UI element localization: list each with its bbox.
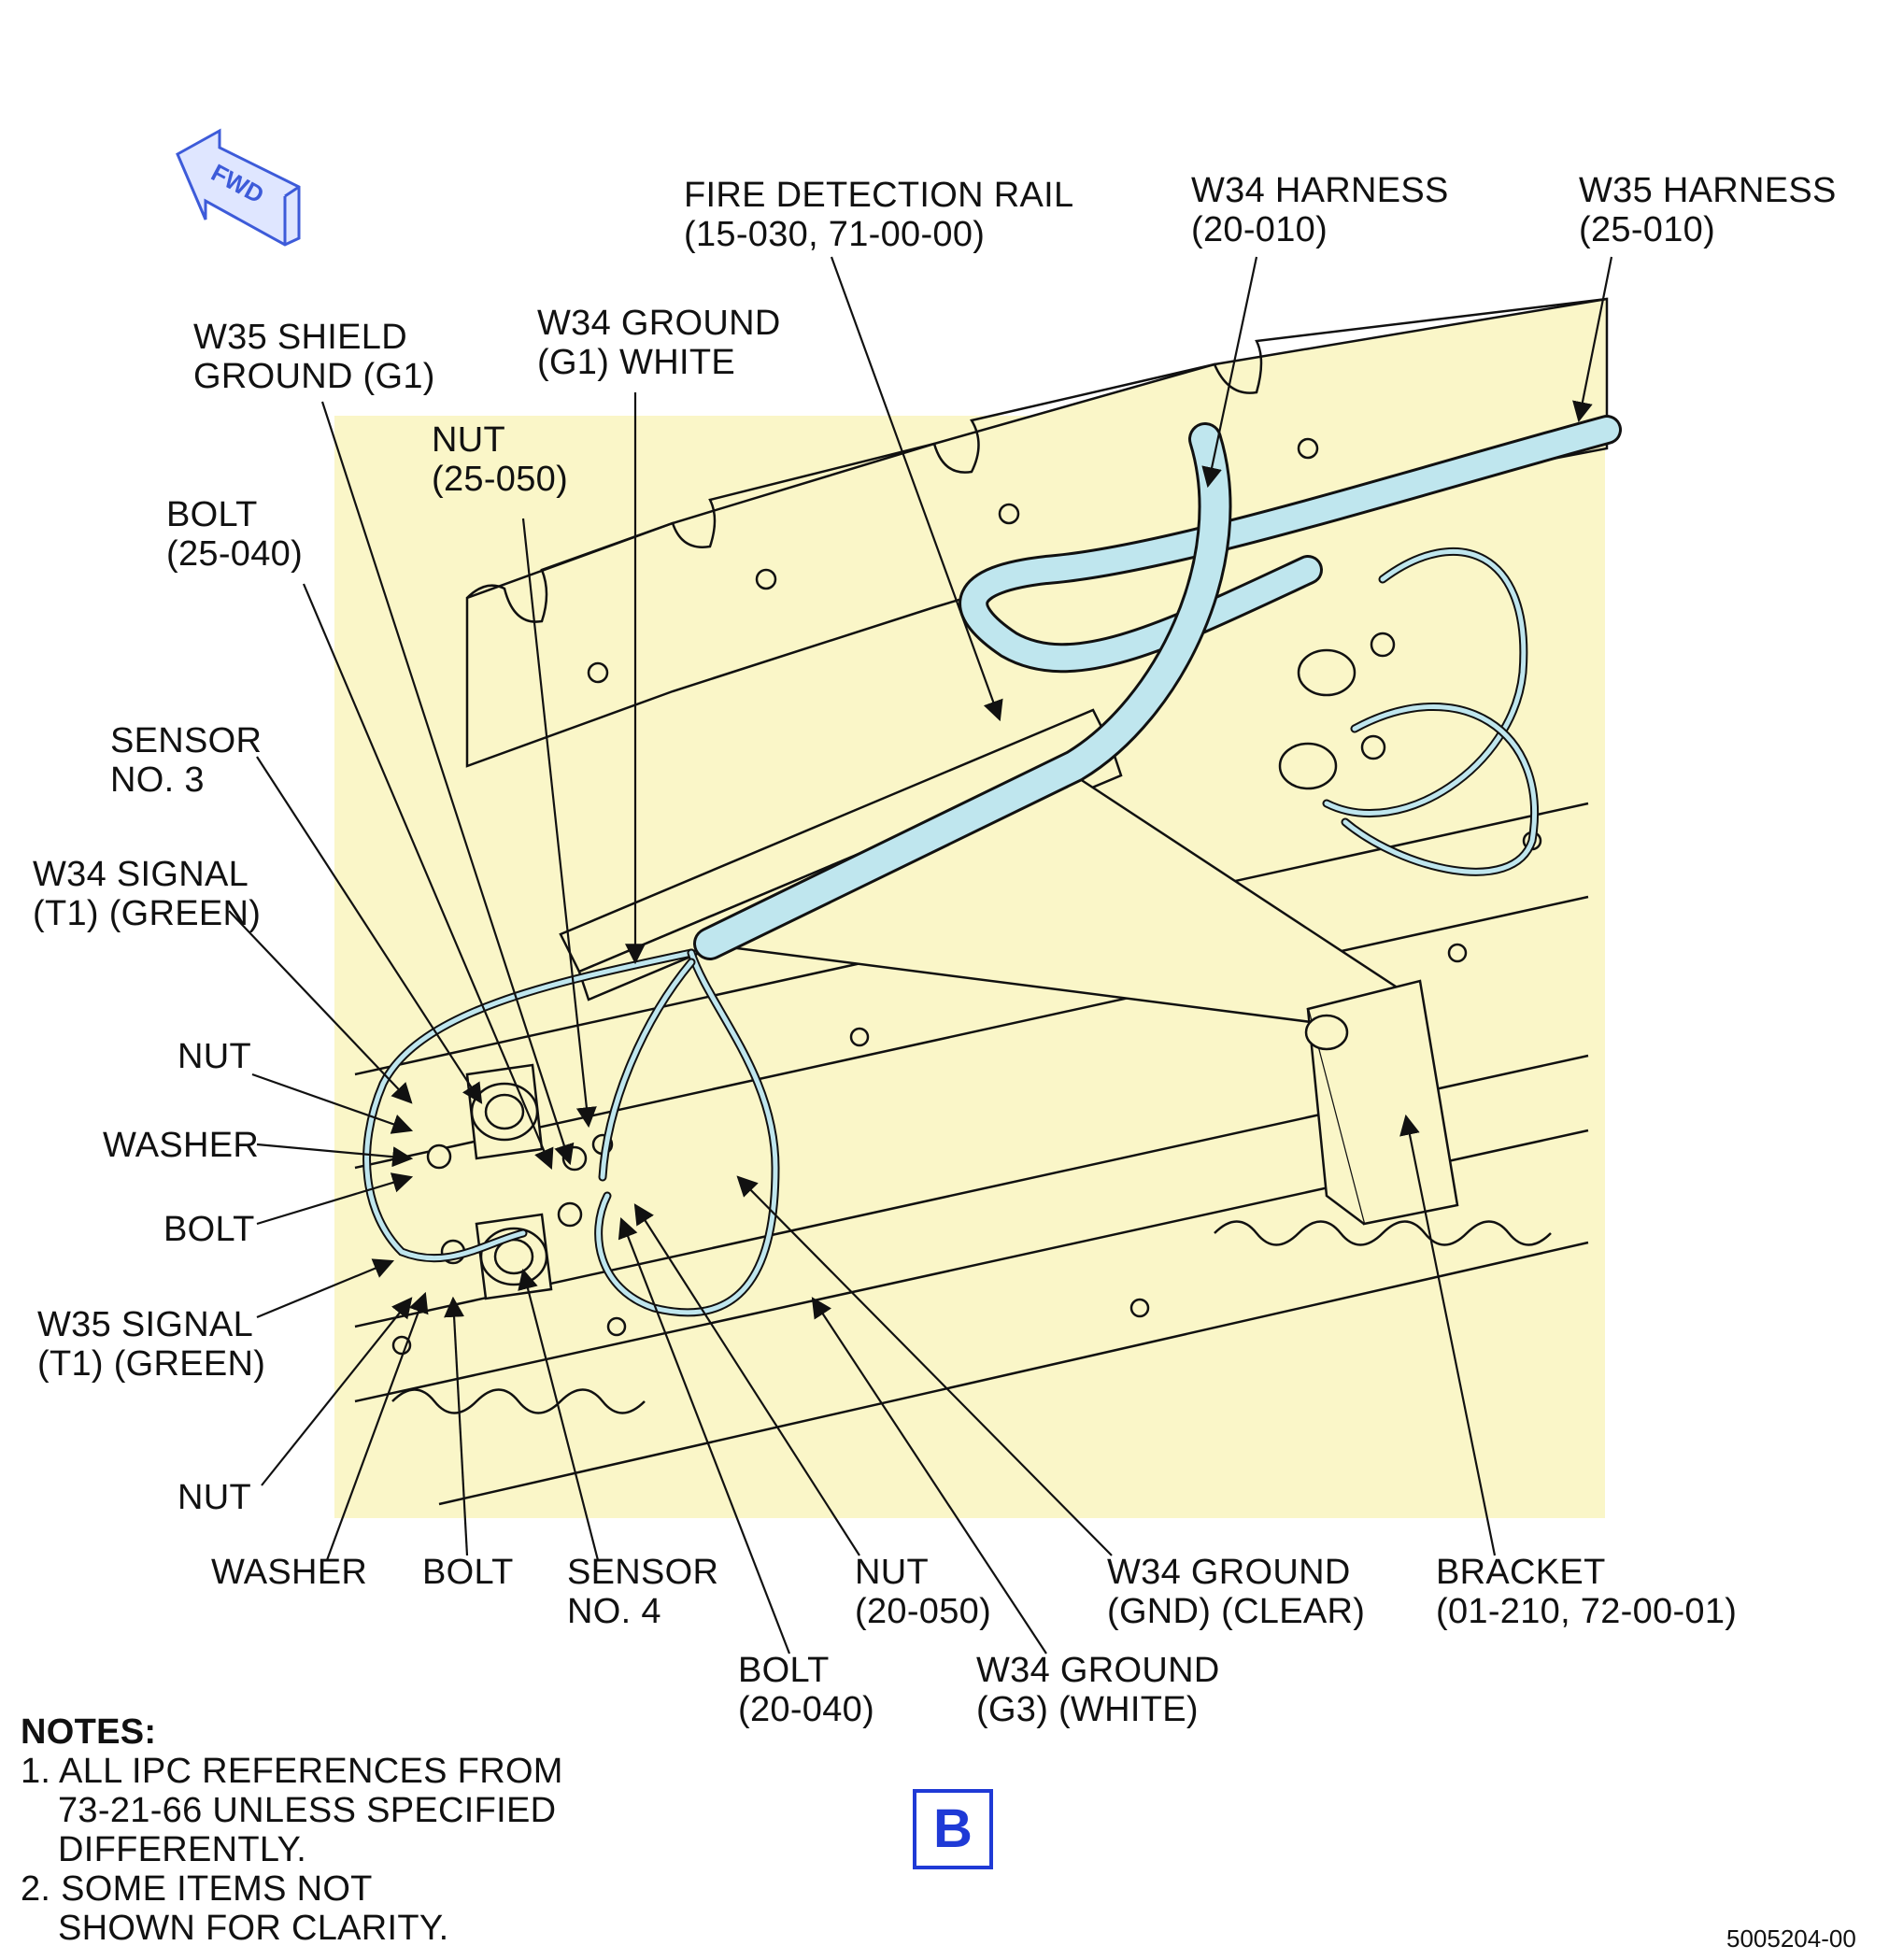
document-number: 5005204-00 [1726,1924,1856,1953]
label-bolt-upper: BOLT [163,1210,255,1249]
label-w34-ground-g1: W34 GROUND(G1) WHITE [537,304,781,382]
upper-frame [465,297,1609,768]
note-1-line-1: 1. ALL IPC REFERENCES FROM [21,1752,563,1791]
fwd-arrow-icon: FWD [176,128,301,247]
bracket-structure [696,774,1459,1226]
label-w35-signal: W35 SIGNAL(T1) (GREEN) [37,1305,266,1384]
sensor-mounts [426,632,1396,1300]
label-nut-25-050: NUT(25-050) [432,420,569,499]
label-nut-upper: NUT [178,1037,251,1076]
note-1-line-2: 73-21-66 UNLESS SPECIFIED [58,1791,557,1830]
label-bolt-lower: BOLT [422,1553,514,1592]
label-w34-ground-gnd: W34 GROUND(GND) (CLEAR) [1107,1553,1366,1631]
label-w34-ground-g3: W34 GROUND(G3) (WHITE) [976,1651,1220,1729]
label-nut-20-050: NUT(20-050) [855,1553,992,1631]
note-2-line-1: 2. SOME ITEMS NOT [21,1869,373,1909]
label-washer-lower: WASHER [211,1553,368,1592]
label-nut-lower: NUT [178,1478,251,1517]
label-fire-detection-rail: FIRE DETECTION RAIL(15-030, 71-00-00) [684,176,1074,254]
notes-block: NOTES: 1. ALL IPC REFERENCES FROM 73-21-… [21,1712,563,1948]
label-w34-signal: W34 SIGNAL(T1) (GREEN) [33,855,262,933]
view-label-box: B [913,1789,993,1869]
note-1-line-3: DIFFERENTLY. [58,1830,307,1869]
label-washer-upper: WASHER [103,1126,260,1165]
floor-beams [354,802,1589,1506]
harness-cables [362,415,1622,1317]
label-w35-harness: W35 HARNESS(25-010) [1579,171,1837,249]
leader-lines [228,256,1613,1655]
label-w34-harness: W34 HARNESS(20-010) [1191,171,1449,249]
note-2-line-2: SHOWN FOR CLARITY. [58,1909,449,1948]
label-bolt-25-040: BOLT(25-040) [166,495,304,574]
label-bolt-20-040: BOLT(20-040) [738,1651,875,1729]
notes-title: NOTES: [21,1712,157,1752]
label-bracket: BRACKET(01-210, 72-00-01) [1436,1553,1738,1631]
